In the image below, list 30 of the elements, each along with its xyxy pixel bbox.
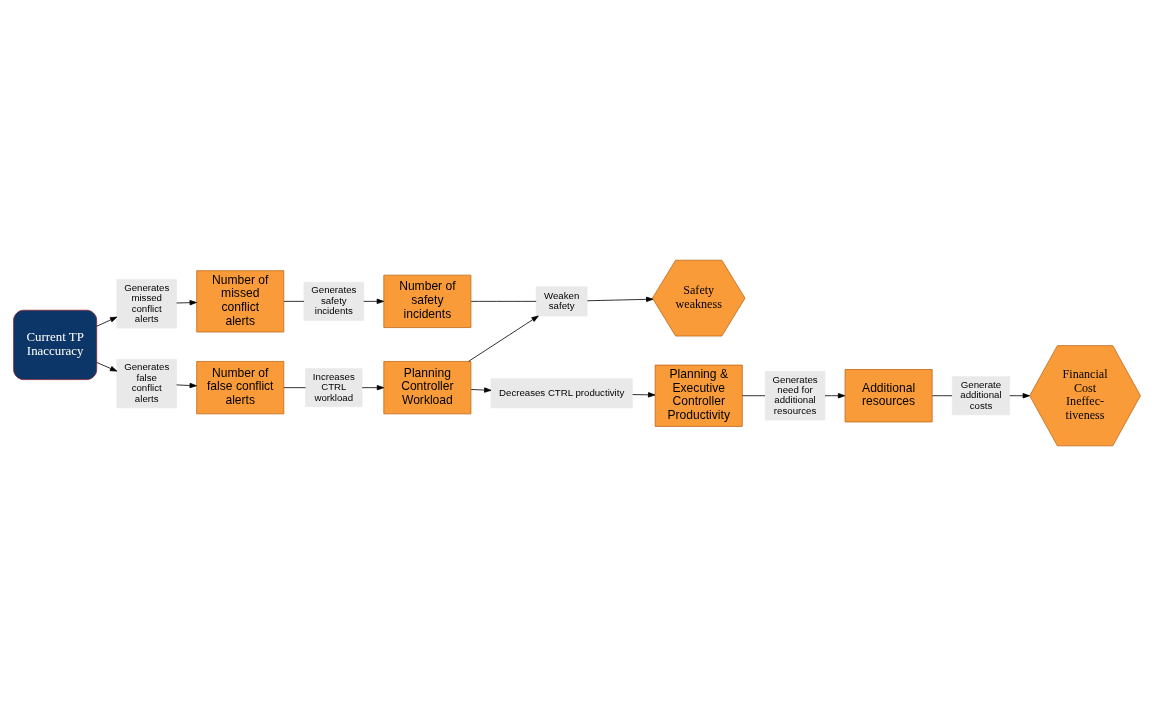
node-box: Weaken safety <box>535 286 588 317</box>
node-box: Generate additional costs <box>951 376 1010 416</box>
node-box: Generates need for additional resources <box>764 371 826 421</box>
arrow <box>96 362 118 372</box>
arrow <box>96 316 118 327</box>
arrow <box>361 385 385 391</box>
node-box: Additional resources <box>844 369 933 423</box>
arrow <box>586 296 654 302</box>
arrow <box>363 298 384 305</box>
connector <box>470 300 537 302</box>
arrow <box>632 392 656 398</box>
node-box: Planning Controller Workload <box>383 361 472 415</box>
arrow <box>176 300 197 306</box>
arrow <box>470 387 492 393</box>
connector <box>283 387 306 389</box>
node-box: Generates safety incidents <box>303 282 365 321</box>
connector <box>283 300 305 302</box>
arrow <box>176 382 197 389</box>
node-box: Planning & Executive Controller Productivity <box>654 364 743 427</box>
node-box: Generates missed conflict alerts <box>116 279 177 329</box>
node-box: Decreases CTRL productivity <box>490 378 633 409</box>
node-box: Number of false conflict alerts <box>196 361 285 415</box>
node-box: Number of missed conflict alerts <box>196 270 285 333</box>
arrow <box>824 393 846 399</box>
node-box: Current TP Inaccuracy <box>13 309 98 380</box>
arrow <box>1009 393 1030 399</box>
node-box: Generates false conflict alerts <box>116 359 177 409</box>
node-box: Increases CTRL workload <box>305 368 363 408</box>
node-box: Number of safety incidents <box>383 274 472 328</box>
arrow <box>468 315 539 362</box>
